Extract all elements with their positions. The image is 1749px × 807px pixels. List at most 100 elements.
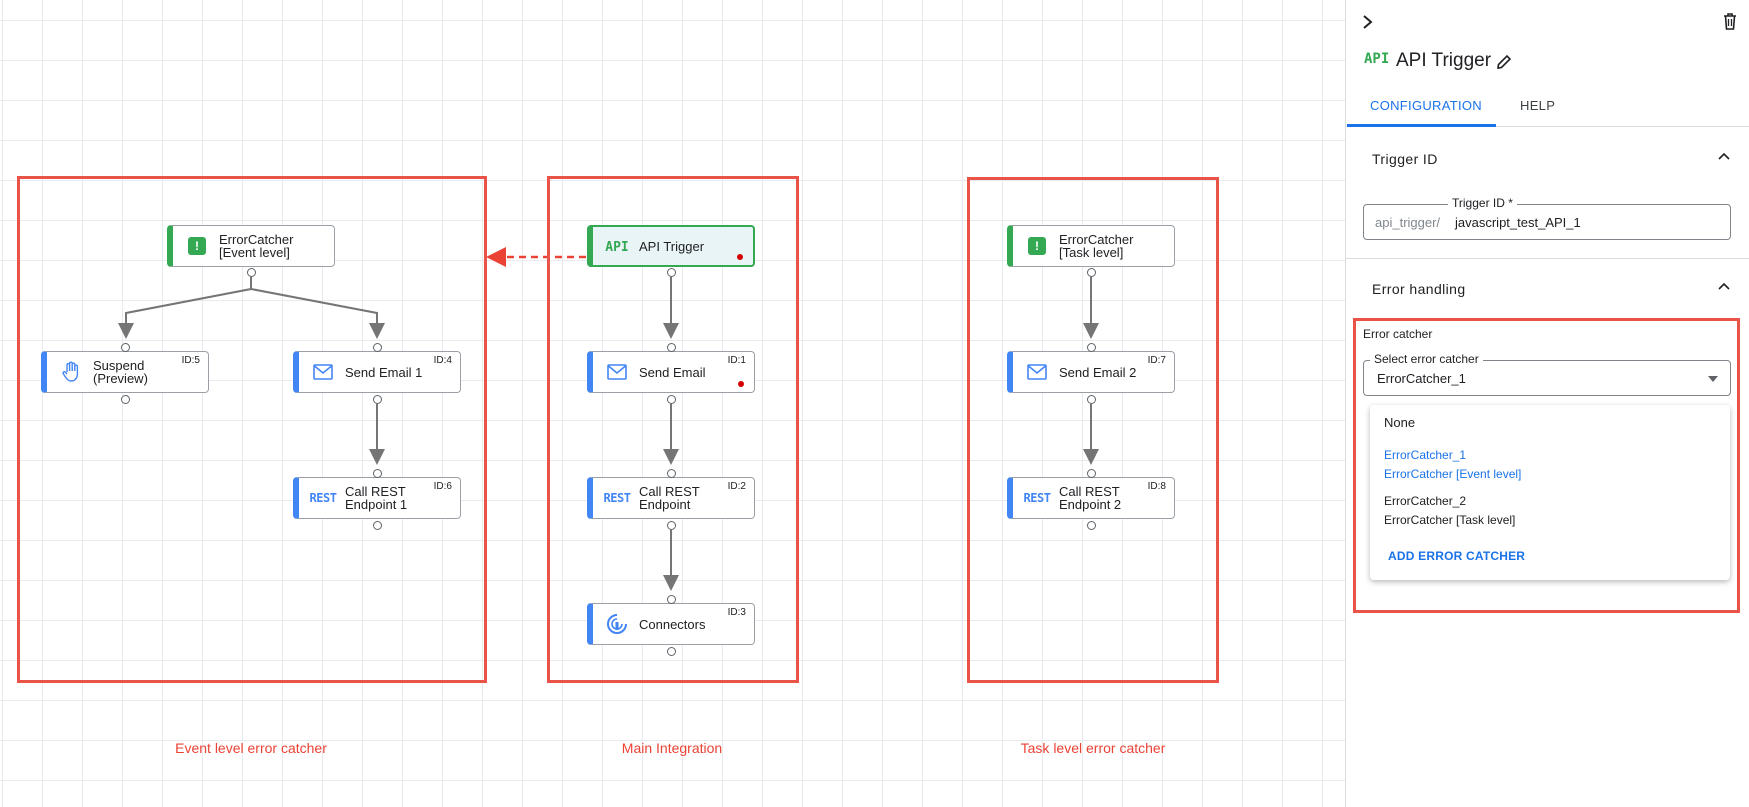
port[interactable] [667,469,676,478]
connection-lines [118,247,1099,591]
port[interactable] [121,343,130,352]
error-catcher-subtitle: Error catcher [1363,327,1433,341]
port[interactable] [667,521,676,530]
api-icon: API [1364,51,1390,67]
node-id: ID:6 [433,481,452,492]
edge-errorcatcher-to-send-email-1 [250,288,385,339]
select-error-catcher-label: Select error catcher [1370,352,1483,366]
config-panel: API API Trigger CONFIGURATION HELP Trigg… [1345,0,1749,807]
rest-icon: REST [603,491,631,505]
error-catcher-icon: ! [185,235,209,257]
option-errorcatcher-2-name[interactable]: ErrorCatcher_2 [1384,494,1467,508]
port[interactable] [373,521,382,530]
port[interactable] [1087,521,1096,530]
port[interactable] [667,647,676,656]
active-tab-indicator [1347,124,1496,127]
node-call-rest-1[interactable]: REST Call REST Endpoint 1 ID:6 [293,477,461,519]
edge-errorcatcher-to-suspend [118,277,252,339]
error-dot [738,381,744,387]
node-connectors[interactable]: Connectors ID:3 [587,603,755,645]
port[interactable] [667,343,676,352]
main-integration-label: Main Integration [621,740,723,756]
node-call-rest[interactable]: REST Call REST Endpoint ID:2 [587,477,755,519]
node-title: Call REST Endpoint [639,484,700,512]
integration-canvas[interactable]: Event level error catcher Main Integrati… [0,0,1345,807]
error-catcher-highlight [1353,318,1740,613]
node-title: Send Email 2 [1059,364,1137,380]
edit-title-button[interactable] [1496,54,1512,75]
trigger-id-label: Trigger ID * [1448,196,1517,210]
delete-button[interactable] [1723,13,1737,35]
node-send-email-1[interactable]: Send Email 1 ID:4 [293,351,461,393]
port[interactable] [1087,268,1096,277]
chevron-up-icon[interactable] [1718,282,1730,290]
event-level-label: Event level error catcher [175,740,327,756]
task-level-group-box [967,177,1219,683]
node-title: Send Email [639,364,706,380]
node-id: ID:8 [1147,481,1166,492]
option-errorcatcher-1-desc[interactable]: ErrorCatcher [Event level] [1384,467,1522,481]
trigger-id-prefix: api_trigger/ [1375,215,1441,230]
node-title: Suspend (Preview) [93,358,148,386]
connectors-icon [605,613,629,635]
rest-icon: REST [1023,491,1051,505]
port[interactable] [121,395,130,404]
error-catcher-dropdown: None ErrorCatcher_1 ErrorCatcher [Event … [1370,405,1730,580]
port[interactable] [373,343,382,352]
collapse-panel-button[interactable] [1362,14,1374,35]
port[interactable] [373,469,382,478]
node-id: ID:4 [433,355,452,366]
port[interactable] [667,395,676,404]
mail-icon [311,361,335,383]
tab-help[interactable]: HELP [1520,98,1556,113]
node-id: ID:3 [727,607,746,618]
node-call-rest-2[interactable]: REST Call REST Endpoint 2 ID:8 [1007,477,1175,519]
node-title: Call REST Endpoint 2 [1059,484,1122,512]
trigger-id-value[interactable]: javascript_test_API_1 [1455,215,1581,230]
mail-icon [1025,361,1049,383]
port[interactable] [247,268,256,277]
port[interactable] [667,595,676,604]
node-title: ErrorCatcher [Task level] [1059,232,1134,260]
port[interactable] [1087,343,1096,352]
node-api-trigger[interactable]: API API Trigger [587,225,755,267]
port[interactable] [667,268,676,277]
pencil-icon [1497,54,1512,69]
port[interactable] [1087,395,1096,404]
option-errorcatcher-2-desc[interactable]: ErrorCatcher [Task level] [1384,513,1516,527]
panel-title: API Trigger [1396,50,1492,71]
selected-error-catcher: ErrorCatcher_1 [1377,371,1466,386]
event-level-group-box [17,176,487,683]
node-title: Connectors [639,616,706,632]
section-divider [1346,258,1749,259]
port[interactable] [373,395,382,404]
node-id: ID:5 [181,355,200,366]
chevron-up-icon[interactable] [1718,152,1730,160]
node-id: ID:7 [1147,355,1166,366]
node-id: ID:2 [727,481,746,492]
error-handling-section-title[interactable]: Error handling [1372,281,1466,297]
dropdown-arrow-icon [1708,376,1718,382]
trigger-id-section-title[interactable]: Trigger ID [1372,151,1438,167]
node-errorcatcher-event[interactable]: ! ErrorCatcher [Event level] [167,225,335,267]
error-catcher-icon: ! [1025,235,1049,257]
rest-icon: REST [309,491,337,505]
main-integration-group-box [547,176,799,683]
port[interactable] [1087,469,1096,478]
task-level-label: Task level error catcher [1020,740,1166,756]
mail-icon [605,361,629,383]
node-title: API Trigger [639,238,705,254]
tab-configuration[interactable]: CONFIGURATION [1370,98,1482,113]
error-dot [737,254,743,260]
add-error-catcher-button[interactable]: ADD ERROR CATCHER [1388,549,1526,563]
node-title: Call REST Endpoint 1 [345,484,408,512]
trigger-id-field[interactable]: Trigger ID * api_trigger/ javascript_tes… [1363,196,1731,240]
trash-icon [1724,13,1736,30]
option-none[interactable]: None [1384,415,1416,430]
node-send-email[interactable]: Send Email ID:1 [587,351,755,393]
node-send-email-2[interactable]: Send Email 2 ID:7 [1007,351,1175,393]
node-errorcatcher-task[interactable]: ! ErrorCatcher [Task level] [1007,225,1175,267]
option-errorcatcher-1-name[interactable]: ErrorCatcher_1 [1384,448,1467,462]
node-suspend[interactable]: Suspend (Preview) ID:5 [41,351,209,393]
select-error-catcher[interactable]: Select error catcher ErrorCatcher_1 [1363,352,1731,396]
